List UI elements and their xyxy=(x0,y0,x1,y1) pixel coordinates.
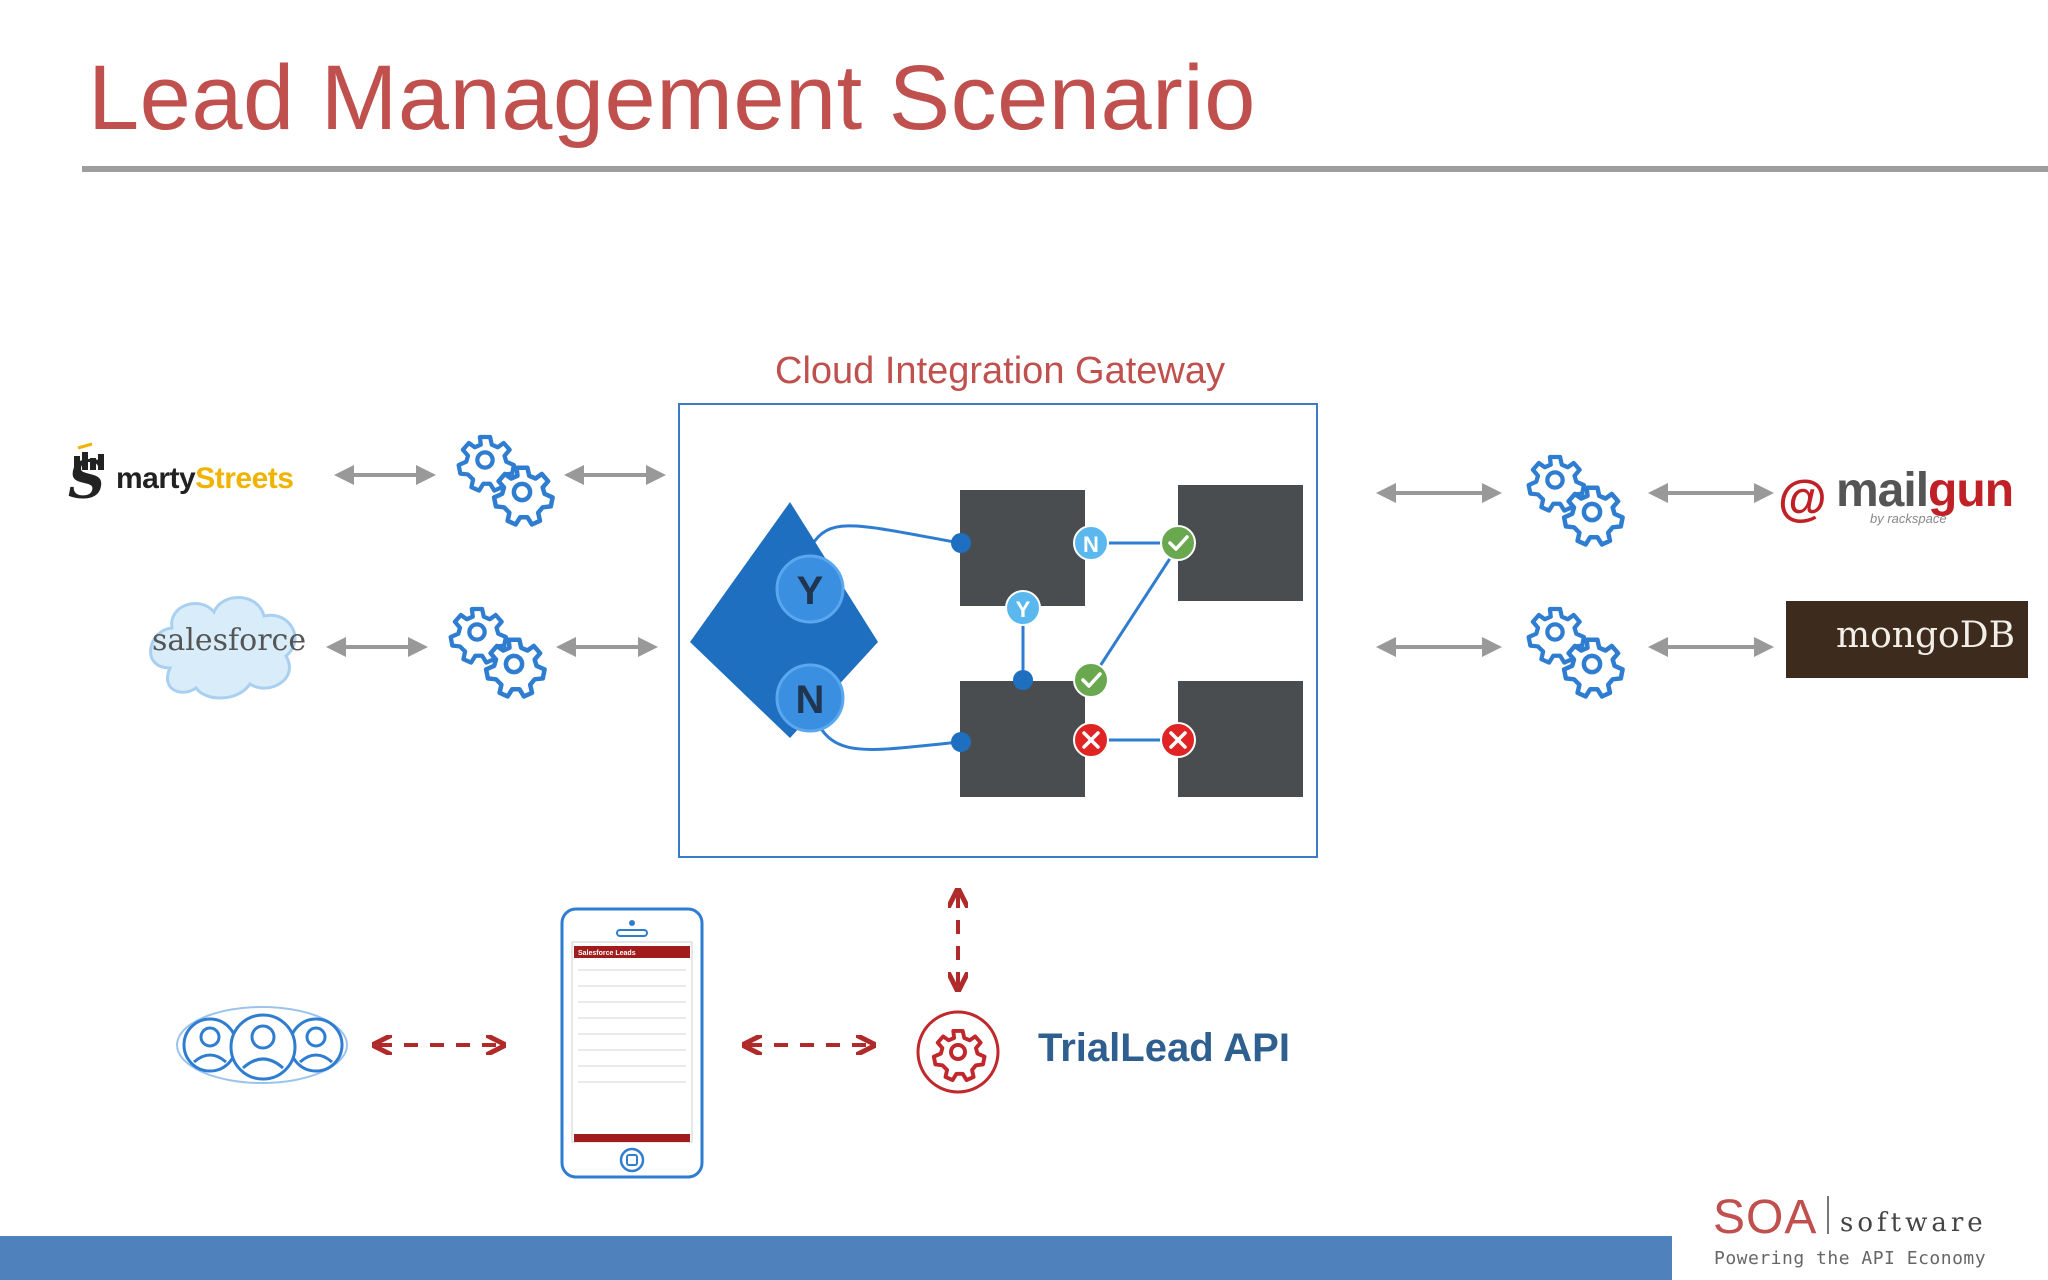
gears-icon xyxy=(459,437,553,524)
title-divider xyxy=(82,166,2048,172)
salesforce-wordmark: salesforce xyxy=(152,623,307,663)
users-icon xyxy=(176,1006,348,1084)
phone-header-title: Salesforce Leads xyxy=(578,950,636,957)
branch-n-node xyxy=(1073,525,1109,561)
smarty-logo-mid: marty xyxy=(116,462,196,495)
step-box xyxy=(960,490,1085,606)
smartphone-icon: Salesforce Leads xyxy=(560,907,704,1179)
soa-logo-suffix: software xyxy=(1840,1208,1987,1238)
decision-no-node xyxy=(775,663,845,733)
slide-title: Lead Management Scenario xyxy=(88,47,1256,149)
soa-logo-divider xyxy=(1827,1196,1829,1234)
gears-icon xyxy=(1529,609,1623,696)
smarty-logo-text: martyStreets xyxy=(116,462,294,496)
mailgun-text-gun: gun xyxy=(1928,464,2014,517)
footer-bar xyxy=(0,1236,1672,1280)
step-box xyxy=(1178,681,1303,797)
gateway-box xyxy=(678,403,1318,858)
flow-diagram: Y N N Y xyxy=(690,485,1303,797)
soa-tagline: Powering the API Economy xyxy=(1714,1248,1987,1269)
api-label: TrialLead API xyxy=(1038,1026,1290,1070)
branch-y-node xyxy=(1005,590,1041,626)
gears-icon xyxy=(451,609,545,696)
branch-n-label: N xyxy=(1083,532,1099,557)
smartystreets-logo: S martyStreets xyxy=(60,450,310,511)
api-gear-icon xyxy=(916,1010,1000,1094)
port-dot xyxy=(951,533,971,553)
mailgun-logo: @ mailgun by rackspace xyxy=(1778,463,2018,526)
mongodb-text: mongoDB xyxy=(1836,615,2016,656)
decision-yes-node xyxy=(775,554,845,624)
mailgun-text: mailgun xyxy=(1836,463,2014,518)
flow-connector xyxy=(1089,542,1182,681)
mailgun-at-icon: @ xyxy=(1778,470,1827,526)
smarty-logo-s: S xyxy=(68,450,106,511)
gateway-title: Cloud Integration Gateway xyxy=(775,350,1225,392)
check-icon xyxy=(1073,662,1109,698)
mailgun-text-mail: mail xyxy=(1836,464,1929,517)
check-icon xyxy=(1160,525,1196,561)
gears-icon xyxy=(1529,457,1623,544)
flow-connector xyxy=(810,524,961,546)
step-box xyxy=(960,681,1085,797)
soa-logo-text: SOA xyxy=(1713,1191,1818,1244)
salesforce-logo xyxy=(149,596,297,700)
port-dot xyxy=(951,732,971,752)
smartystreets-skyline-icon xyxy=(74,442,104,470)
mailgun-byline: by rackspace xyxy=(1870,511,1947,526)
x-icon xyxy=(1073,722,1109,758)
mongodb-logo: mongoDB xyxy=(1786,601,2028,678)
decision-no-label: N xyxy=(796,678,825,722)
salesforce-text: salesforce xyxy=(152,623,307,658)
step-box xyxy=(1178,485,1303,601)
smarty-logo-streets: Streets xyxy=(195,462,294,495)
decision-yes-label: Y xyxy=(797,569,824,613)
x-icon xyxy=(1160,722,1196,758)
port-dot xyxy=(1013,670,1033,690)
branch-y-label: Y xyxy=(1016,597,1031,622)
